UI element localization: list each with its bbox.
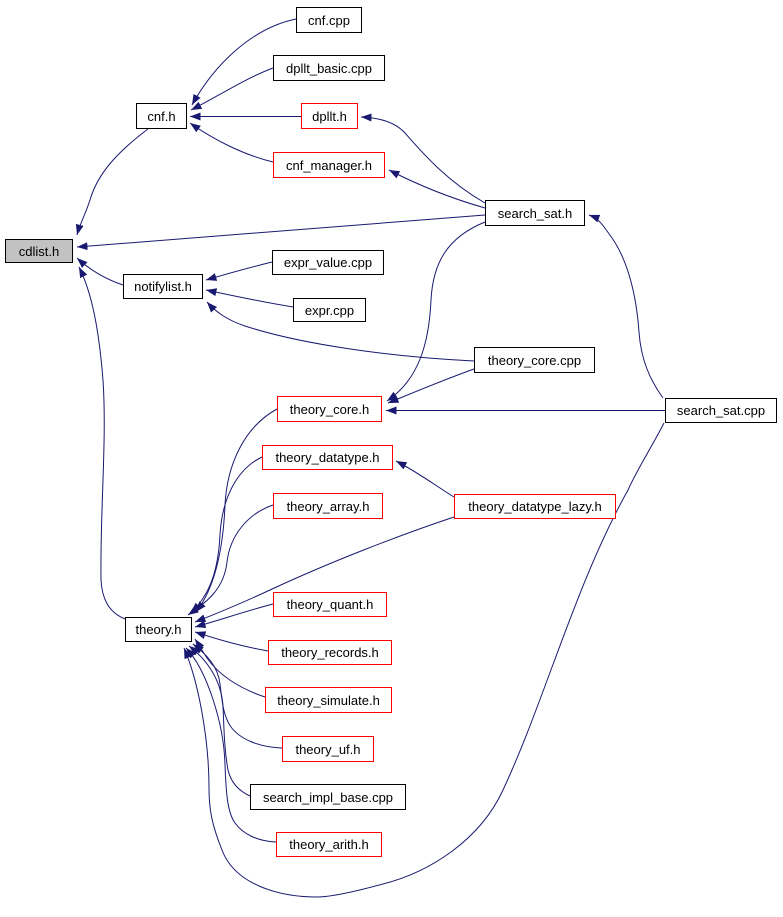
node-theory-simulate-h[interactable]: theory_simulate.h — [265, 687, 392, 713]
node-theory-core-cpp[interactable]: theory_core.cpp — [474, 347, 595, 373]
node-dpllt-basic-cpp[interactable]: dpllt_basic.cpp — [273, 55, 385, 81]
node-expr-value-cpp[interactable]: expr_value.cpp — [272, 250, 384, 275]
node-dpllt-h[interactable]: dpllt.h — [301, 103, 358, 129]
node-cnf-h[interactable]: cnf.h — [136, 103, 187, 129]
node-theory-records-h[interactable]: theory_records.h — [268, 640, 392, 665]
edge-theory_datatype_lazy_h-to-theory_datatype_h — [395, 460, 455, 498]
edge-theory_h-to-cdlist_h — [78, 266, 126, 620]
node-theory-datatype-lazy-h[interactable]: theory_datatype_lazy.h — [454, 494, 616, 519]
edge-search_sat_h-to-cdlist_h — [76, 214, 486, 251]
edge-search_sat_h-to-cnf_manager_h — [388, 169, 486, 209]
node-theory-array-h[interactable]: theory_array.h — [273, 493, 383, 519]
edge-dpllt_basic_cpp-to-cnf_h — [190, 67, 274, 111]
edge-theory_datatype_h-to-theory_h — [190, 456, 263, 614]
node-cnf-manager-h[interactable]: cnf_manager.h — [273, 152, 385, 178]
edge-theory_array_h-to-theory_h — [187, 504, 274, 616]
node-search-sat-h[interactable]: search_sat.h — [485, 200, 585, 226]
edge-theory_simulate_h-to-theory_h — [194, 638, 266, 698]
node-theory-datatype-h[interactable]: theory_datatype.h — [262, 445, 393, 470]
edge-expr_cpp-to-notifylist_h — [205, 288, 294, 308]
node-expr-cpp[interactable]: expr.cpp — [293, 298, 366, 322]
edge-notifylist_h-to-cdlist_h — [76, 257, 124, 286]
edge-theory_core_h-to-theory_h — [195, 408, 278, 613]
edge-theory_records_h-to-theory_h — [194, 631, 269, 652]
edge-search_sat_h-to-dpllt_h — [360, 113, 486, 204]
edge-cnf_cpp-to-cnf_h — [191, 18, 297, 106]
node-theory-uf-h[interactable]: theory_uf.h — [282, 736, 374, 762]
edge-search_sat_cpp-to-theory_h — [183, 422, 665, 898]
node-theory-quant-h[interactable]: theory_quant.h — [273, 592, 387, 617]
node-cnf-cpp[interactable]: cnf.cpp — [296, 7, 362, 33]
node-search-impl-base-cpp[interactable]: search_impl_base.cpp — [250, 784, 406, 810]
edge-search_sat_h-to-theory_core_h — [386, 221, 486, 402]
node-notifylist-h[interactable]: notifylist.h — [123, 274, 203, 299]
edge-expr_value_cpp-to-notifylist_h — [205, 261, 273, 281]
edge-cnf_h-to-cdlist_h — [75, 128, 149, 236]
edge-cnf_manager_h-to-cnf_h — [189, 122, 274, 163]
edge-theory_core_cpp-to-theory_core_h — [387, 368, 475, 404]
edge-theory_datatype_lazy_h-to-theory_h — [194, 516, 455, 623]
node-theory-arith-h[interactable]: theory_arith.h — [276, 832, 382, 857]
edge-theory_arith_h-to-theory_h — [185, 647, 277, 843]
node-search-sat-cpp[interactable]: search_sat.cpp — [665, 398, 777, 423]
edge-search_sat_cpp-to-search_sat_h — [588, 214, 664, 399]
edge-theory_core_cpp-to-notifylist_h — [206, 301, 475, 362]
node-theory-h[interactable]: theory.h — [125, 617, 192, 642]
edge-theory_quant_h-to-theory_h — [194, 603, 274, 629]
node-theory-core-h[interactable]: theory_core.h — [277, 396, 382, 422]
node-cdlist-h[interactable]: cdlist.h — [5, 239, 73, 263]
edge-search_impl_base_cpp-to-theory_h — [188, 645, 251, 797]
